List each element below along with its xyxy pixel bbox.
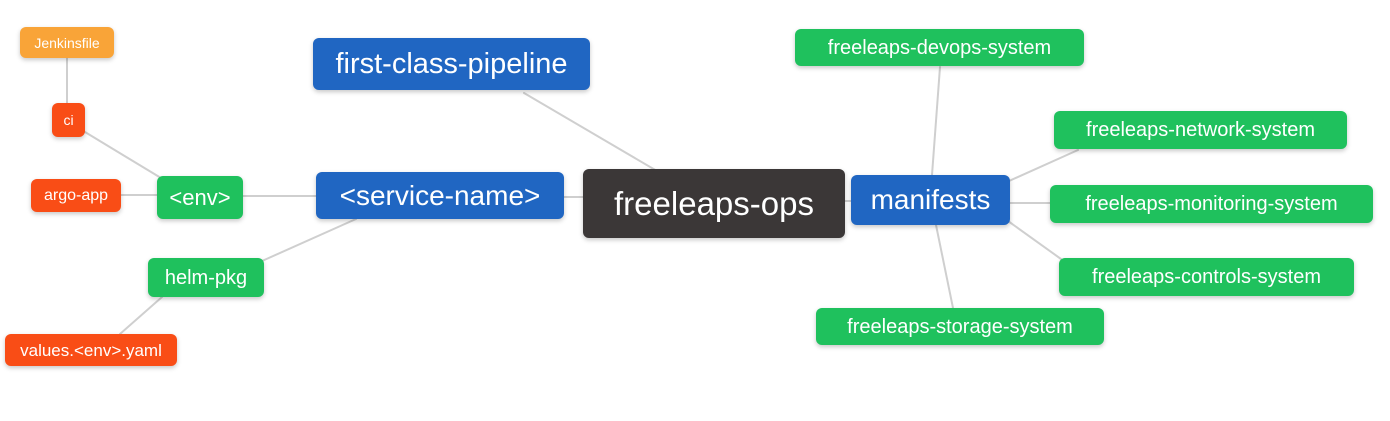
edge-manifests-controls-system (1007, 220, 1062, 260)
edge-manifests-storage-system (935, 224, 954, 309)
mindmap-node-monitoring-system[interactable]: freeleaps-monitoring-system (1050, 185, 1373, 223)
mindmap-node-values-env-yaml[interactable]: values.<env>.yaml (5, 334, 177, 366)
mindmap-node-ci[interactable]: ci (52, 103, 85, 137)
mindmap-node-network-system[interactable]: freeleaps-network-system (1054, 111, 1347, 149)
mindmap-node-devops-system[interactable]: freeleaps-devops-system (795, 29, 1084, 66)
mindmap-node-freeleaps-ops[interactable]: freeleaps-ops (583, 169, 845, 238)
edge-first-class-pipeline-freeleaps-ops (523, 92, 658, 172)
edge-manifests-network-system (1008, 149, 1079, 182)
edge-helm-pkg-values-env-yaml (119, 296, 163, 335)
edge-manifests-devops-system (931, 66, 941, 176)
edge-ci-env (84, 131, 162, 179)
mindmap-node-jenkinsfile[interactable]: Jenkinsfile (20, 27, 114, 58)
mindmap-node-controls-system[interactable]: freeleaps-controls-system (1059, 258, 1354, 296)
edge-service-name-helm-pkg (261, 218, 357, 262)
mindmap-node-argo-app[interactable]: argo-app (31, 179, 121, 212)
mindmap-node-env[interactable]: <env> (157, 176, 243, 219)
mindmap-node-first-class-pipeline[interactable]: first-class-pipeline (313, 38, 590, 90)
mindmap-node-manifests[interactable]: manifests (851, 175, 1010, 225)
mindmap-node-service-name[interactable]: <service-name> (316, 172, 564, 219)
mindmap-node-helm-pkg[interactable]: helm-pkg (148, 258, 264, 297)
mindmap-node-storage-system[interactable]: freeleaps-storage-system (816, 308, 1104, 345)
